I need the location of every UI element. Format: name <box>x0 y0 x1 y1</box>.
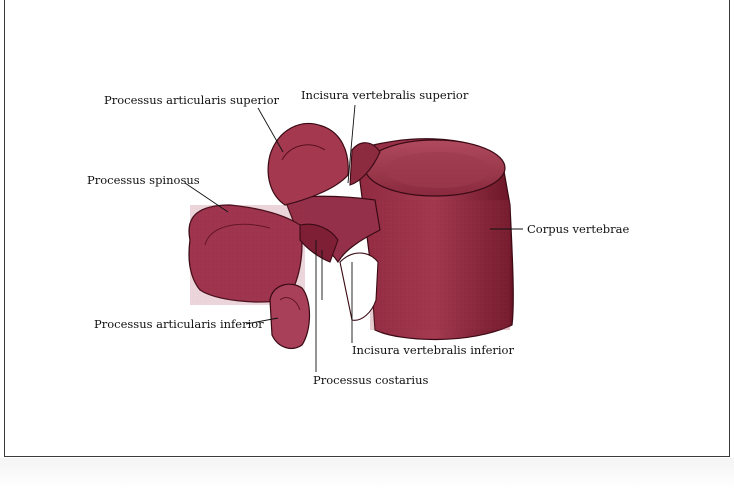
label-processus-spinosus: Processus spinosus <box>87 173 200 187</box>
label-incisura-vertebralis-superior: Incisura vertebralis superior <box>301 88 469 102</box>
corpus-vertebrae-shape <box>356 139 513 340</box>
leader-processus-articularis-superior <box>258 108 283 152</box>
label-incisura-vertebralis-inferior: Incisura vertebralis inferior <box>352 343 514 357</box>
label-corpus-vertebrae: Corpus vertebrae <box>527 222 629 236</box>
processus-articularis-inferior-shape <box>270 284 310 348</box>
label-processus-costarius: Processus costarius <box>313 373 428 387</box>
label-processus-articularis-superior: Processus articularis superior <box>104 93 280 107</box>
label-processus-articularis-inferior: Processus articularis inferior <box>94 317 264 331</box>
